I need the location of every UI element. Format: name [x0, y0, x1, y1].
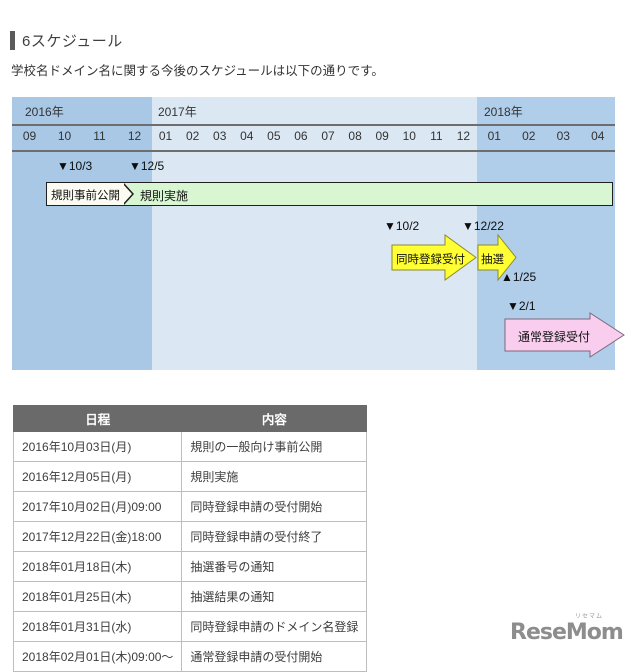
date-marker-12-5: ▼12/5 [129, 159, 165, 173]
content-cell: 規則実施 [181, 461, 368, 492]
date-cell: 2018年01月25日(木) [12, 581, 183, 612]
table-row: 2017年10月02日(月)09:00 同時登録申請の受付開始 [12, 491, 368, 522]
lottery-label: 抽選 [481, 254, 504, 266]
month-row-2018: 01 02 03 04 [477, 129, 615, 147]
header-date: 日程 [12, 405, 183, 432]
schedule-gantt-chart: 2016年 2017年 2018年 09 10 11 12 01 02 03 0… [12, 97, 625, 370]
month-label: 11 [430, 129, 443, 143]
resemom-logo: リセマム ReseMom. [510, 611, 625, 645]
month-label: 08 [348, 129, 362, 143]
gantt-body: ▼10/3 ▼12/5 規則事前公開 規則実施 ▼10/2 ▼12/22 同時登… [12, 153, 625, 370]
header-content: 内容 [181, 405, 368, 432]
simultaneous-registration-label: 同時登録受付 [396, 254, 465, 266]
month-label: 12 [456, 129, 471, 143]
content-cell: 抽選番号の通知 [181, 551, 368, 582]
month-row-2017: 01 02 03 04 05 06 07 08 09 10 11 12 [152, 129, 477, 147]
table-row: 2018年01月25日(木) 抽選結果の通知 [12, 581, 368, 612]
rule-preview-label: 規則事前公開 [51, 190, 120, 202]
year-label-2016: 2016年 [25, 105, 64, 119]
axis-divider-bottom [12, 150, 615, 152]
table-row: 2016年10月03日(月) 規則の一般向け事前公開 [12, 431, 368, 462]
year-band-2016 [12, 97, 152, 370]
month-label: 04 [591, 129, 605, 143]
normal-registration-arrow: 通常登録受付 [504, 312, 625, 358]
month-label: 01 [487, 129, 501, 143]
year-label-2017: 2017年 [158, 105, 197, 119]
month-label: 12 [127, 129, 142, 143]
logo-wordmark: ReseMom. [510, 620, 625, 645]
date-marker-10-3: ▼10/3 [57, 159, 93, 173]
date-marker-12-22: ▼12/22 [462, 219, 504, 233]
rule-preview-segment [47, 183, 124, 205]
normal-registration-label: 通常登録受付 [518, 330, 591, 344]
date-marker-1-25: ▲1/25 [501, 270, 537, 284]
month-label: 03 [213, 129, 227, 143]
pink-arrow-shape [504, 312, 625, 358]
section-title-bar [10, 31, 15, 50]
year-label-2018: 2018年 [484, 105, 523, 119]
month-label: 10 [57, 129, 72, 143]
month-label: 06 [294, 129, 308, 143]
lottery-arrow: 抽選 [477, 233, 517, 282]
content-cell: 同時登録申請の受付終了 [181, 521, 368, 552]
table-header-row: 日程 内容 [12, 405, 368, 432]
logo-ruby-text: リセマム [574, 614, 603, 620]
month-label: 02 [185, 129, 200, 143]
month-label: 10 [402, 129, 416, 143]
table-row: 2018年02月01日(木)09:00～ 通常登録申請の受付開始 [12, 641, 368, 672]
content-cell: 通常登録申請の受付開始 [181, 641, 368, 672]
date-marker-2-1: ▼2/1 [507, 299, 536, 313]
month-label: 09 [22, 129, 37, 143]
section-title: 6スケジュール [10, 30, 123, 51]
date-cell: 2017年12月22日(金)18:00 [12, 521, 183, 552]
segment-chevron [122, 183, 132, 205]
yellow-arrow-shape [391, 234, 477, 281]
month-label: 11 [93, 129, 106, 143]
month-row-2016: 09 10 11 12 [12, 129, 152, 147]
content-cell: 同時登録申請のドメイン名登録 [181, 611, 368, 642]
date-cell: 2018年02月01日(木)09:00～ [12, 641, 183, 672]
month-label: 07 [321, 129, 335, 143]
content-cell: 抽選結果の通知 [181, 581, 368, 612]
yellow-arrow-shape [477, 233, 517, 282]
date-cell: 2016年12月05日(月) [12, 461, 183, 492]
date-cell: 2016年10月03日(月) [12, 431, 183, 462]
rule-schedule-bar: 規則事前公開 規則実施 [46, 182, 613, 206]
schedule-table: 日程 内容 2016年10月03日(月) 規則の一般向け事前公開 2016年12… [12, 405, 368, 672]
date-marker-10-2: ▼10/2 [384, 219, 420, 233]
table-row: 2016年12月05日(月) 規則実施 [12, 461, 368, 492]
intro-text: 学校名ドメイン名に関する今後のスケジュールは以下の通りです。 [11, 64, 384, 78]
table-row: 2017年12月22日(金)18:00 同時登録申請の受付終了 [12, 521, 368, 552]
month-label: 05 [267, 129, 281, 143]
month-label: 09 [375, 129, 389, 143]
axis-divider-top [12, 124, 615, 126]
date-cell: 2017年10月02日(月)09:00 [12, 491, 183, 522]
month-label: 04 [240, 129, 254, 143]
month-label: 02 [522, 129, 536, 143]
table-row: 2018年01月18日(木) 抽選番号の通知 [12, 551, 368, 582]
content-cell: 規則の一般向け事前公開 [181, 431, 368, 462]
month-label: 01 [158, 129, 173, 143]
date-cell: 2018年01月31日(水) [12, 611, 183, 642]
content-cell: 同時登録申請の受付開始 [181, 491, 368, 522]
date-cell: 2018年01月18日(木) [12, 551, 183, 582]
table-row: 2018年01月31日(水) 同時登録申請のドメイン名登録 [12, 611, 368, 642]
rule-start-label: 規則実施 [140, 189, 189, 203]
month-label: 03 [556, 129, 570, 143]
simultaneous-registration-arrow: 同時登録受付 [391, 234, 477, 281]
year-band-2017 [152, 97, 477, 370]
section-title-text: 6スケジュール [22, 33, 123, 50]
